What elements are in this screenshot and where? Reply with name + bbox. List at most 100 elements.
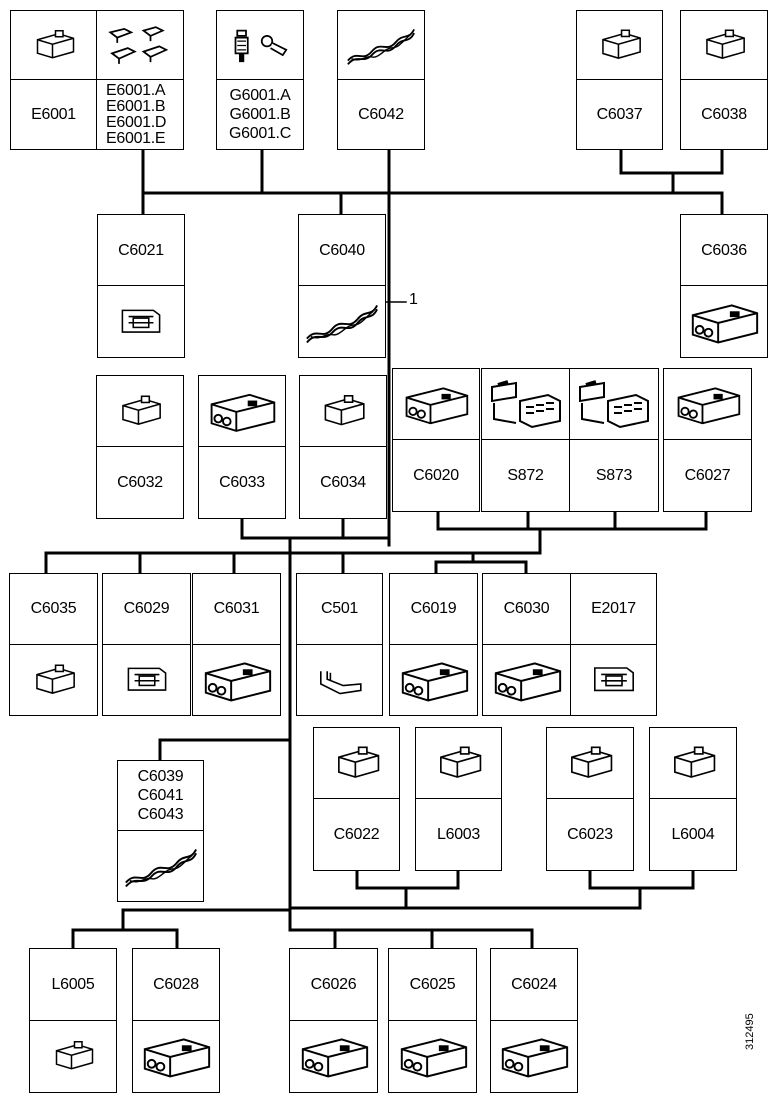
module-connector-icon [24, 25, 84, 65]
component-c6036: C6036 [680, 214, 768, 358]
component-c6023: C6023 [546, 727, 634, 871]
component-label: E6001 [31, 106, 76, 123]
component-label: C6033 [219, 474, 265, 491]
component-label: C6038 [701, 106, 747, 123]
component-label: C6032 [117, 474, 163, 491]
component-label: C6035 [30, 600, 77, 618]
component-label: E6001.B [106, 97, 166, 115]
component-label: C6024 [511, 975, 557, 993]
component-label: C6029 [123, 600, 170, 618]
component-label: C6039 [137, 768, 184, 785]
connector-icon [324, 740, 390, 786]
component-c6025: C6025 [388, 948, 477, 1093]
component-e6001-group: E6001.A E6001.B E6001.D E6001.E [96, 10, 184, 150]
component-c6035: C6035 [9, 573, 98, 716]
connector-icon [23, 658, 85, 702]
component-label: G6001.A [229, 87, 291, 104]
component-c6030: C6030 [482, 573, 571, 716]
component-c6022: C6022 [313, 727, 400, 871]
connector-icon [395, 655, 473, 705]
component-label: C6019 [410, 600, 457, 618]
component-c6037: C6037 [576, 10, 663, 150]
component-label: C6022 [333, 826, 380, 843]
component-label: G6001.C [229, 125, 291, 142]
component-g6001-group: G6001.A G6001.B G6001.C [216, 10, 304, 150]
document-id: 312495 [744, 1013, 756, 1050]
component-label: C6040 [319, 241, 365, 259]
component-c6027: C6027 [663, 368, 752, 512]
twisted-pair-icon [303, 297, 381, 347]
component-c6019: C6019 [389, 573, 478, 716]
component-label: C6034 [320, 474, 366, 491]
terminal-icon [308, 658, 372, 702]
component-label: S873 [595, 467, 633, 484]
component-label: C6028 [153, 975, 199, 993]
component-label: C6030 [503, 600, 550, 618]
connector-icon [685, 297, 763, 347]
connector-icon [116, 655, 178, 705]
component-c6029: C6029 [102, 573, 191, 716]
connector-icon [109, 389, 171, 433]
connector-icon [394, 1031, 472, 1081]
component-c6020: C6020 [392, 368, 480, 512]
callout-number: 1 [409, 291, 418, 308]
connector-icon [693, 25, 755, 65]
component-c501: C501 [296, 573, 383, 716]
component-label: S872 [507, 467, 544, 484]
component-c6031: C6031 [192, 573, 281, 716]
component-c6021: C6021 [97, 214, 185, 358]
component-label: C6042 [358, 106, 404, 123]
twisted-pair-icon [122, 841, 200, 891]
connector-icon [495, 1031, 573, 1081]
component-s872: S872 [481, 368, 570, 512]
connector-set-icon [105, 23, 175, 68]
component-label: E6001.E [106, 129, 166, 147]
switch-icon [486, 379, 566, 429]
lamp-socket-icon [660, 740, 726, 786]
component-c6040: C6040 [298, 214, 386, 358]
ground-terminal-icon [225, 23, 295, 68]
module-icon [582, 658, 646, 702]
component-c6026: C6026 [289, 948, 378, 1093]
twisted-pair-icon [344, 22, 418, 68]
connector-icon [137, 1031, 215, 1081]
component-e6001: E6001 [10, 10, 97, 150]
component-c6042: C6042 [337, 10, 425, 150]
component-label: L6003 [437, 826, 480, 843]
component-label: E2017 [591, 600, 636, 618]
component-e2017: E2017 [570, 573, 657, 716]
component-c6034: C6034 [299, 375, 387, 519]
component-label: C6023 [567, 826, 613, 843]
component-l6004: L6004 [649, 727, 737, 871]
component-c6024: C6024 [490, 948, 578, 1093]
connector-icon [198, 655, 276, 705]
component-c6032: C6032 [96, 375, 184, 519]
connector-icon [488, 655, 566, 705]
component-label: C6025 [409, 975, 456, 993]
component-s873: S873 [569, 368, 659, 512]
component-label: E6001.D [106, 113, 167, 131]
connector-icon [557, 740, 623, 786]
connector-icon [204, 387, 280, 435]
component-c6028: C6028 [132, 948, 220, 1093]
component-label: L6005 [51, 975, 95, 993]
lamp-socket-icon [43, 1035, 103, 1077]
switch-icon [574, 379, 654, 429]
component-label: C6043 [137, 806, 184, 823]
component-c6038: C6038 [680, 10, 768, 150]
lamp-socket-icon [426, 740, 492, 786]
component-label: C6020 [413, 467, 459, 484]
component-c6033: C6033 [198, 375, 286, 519]
component-c6039-group: C6039 C6041 C6043 [117, 760, 204, 902]
connector-icon [670, 381, 746, 427]
component-label: C6041 [137, 787, 184, 804]
connector-icon [398, 381, 474, 427]
component-label: C6026 [310, 975, 357, 993]
component-label: C6021 [118, 241, 164, 259]
connector-icon [311, 389, 375, 433]
component-label: C501 [320, 600, 359, 618]
component-label: C6037 [596, 106, 643, 123]
component-label: E6001.A [106, 81, 166, 99]
component-label: C6027 [684, 467, 731, 484]
